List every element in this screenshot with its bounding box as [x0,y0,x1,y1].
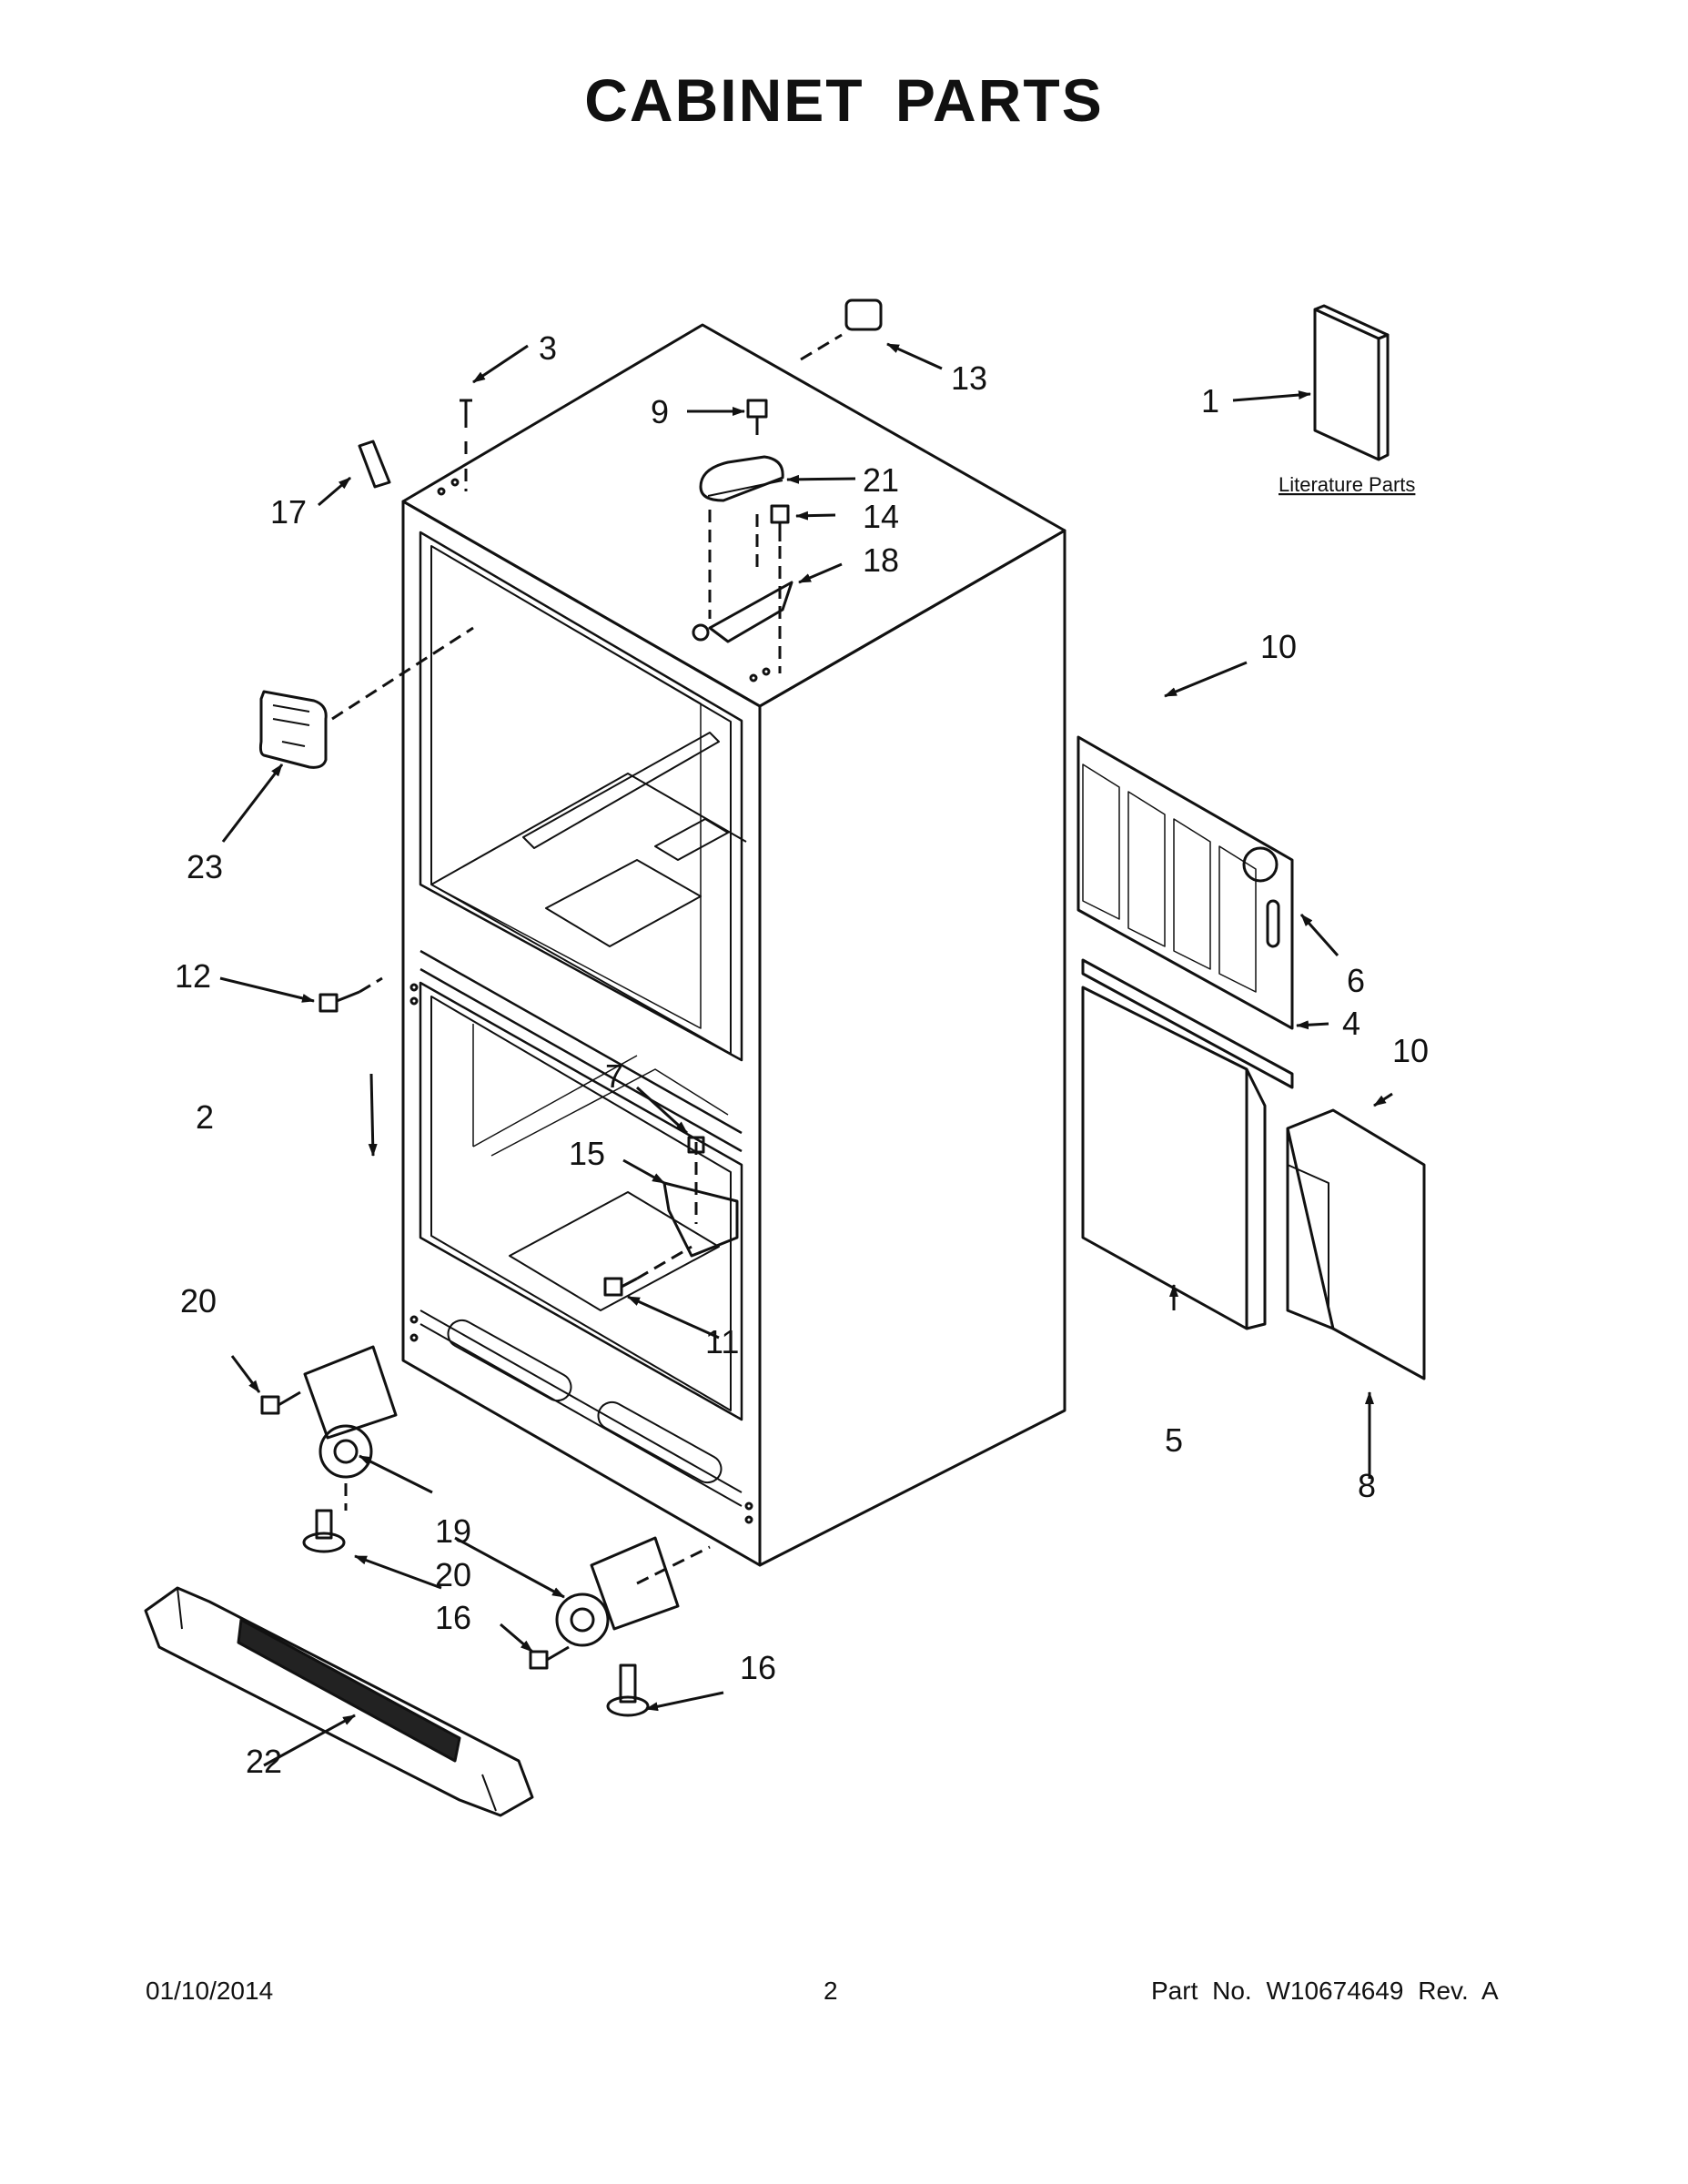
part-leveling-leg-left [302,1509,346,1553]
callout-16b: 16 [740,1649,776,1686]
part-panel-5 [1081,986,1267,1330]
callout-20a: 20 [180,1282,217,1320]
callout-12: 12 [175,957,211,995]
part-screw-12 [318,976,383,1013]
part-hinge-18 [692,581,793,643]
part-screw-20-left [260,1390,301,1415]
part-control-panel-23 [258,626,474,769]
callout-20b: 20 [435,1556,471,1593]
callout-4: 4 [1342,1005,1360,1042]
callout-8: 8 [1358,1467,1376,1504]
callout-9: 9 [651,393,669,430]
callout-14: 14 [863,498,899,535]
callout-19: 19 [435,1512,471,1550]
part-screw-top [460,399,472,491]
part-roller-right [555,1536,711,1647]
leader-arrows [219,342,1393,1767]
part-hinge-cover-21 [699,455,784,502]
callout-17: 17 [270,493,307,531]
callout-13: 13 [951,359,987,397]
part-strip-4 [1081,958,1294,1089]
page-title: CABINET PARTS [584,66,1104,134]
cabinet-shell [401,323,1066,1567]
callout-7: 7 [605,1057,623,1095]
callout-labels: 1 2 3 4 5 6 7 8 9 10 10 11 12 13 14 15 1… [175,329,1429,1780]
part-rear-access-cover-6 [1076,735,1294,1030]
callout-16a: 16 [435,1599,471,1636]
callout-2: 2 [196,1098,214,1136]
callout-22: 22 [246,1743,282,1780]
literature-parts-label: Literature Parts [1279,473,1415,496]
part-tape-17 [358,440,391,489]
callout-3: 3 [539,329,557,367]
callout-6: 6 [1347,962,1365,999]
callout-11: 11 [705,1323,739,1360]
footer-date: 01/10/2014 [146,1977,274,2005]
callout-21: 21 [863,461,899,499]
callout-18: 18 [863,541,899,579]
footer-part-number: Part No. W10674649 Rev. A [1151,1977,1499,2005]
part-bracket-15 [662,1136,739,1258]
footer-page-number: 2 [824,1977,838,2005]
part-leveling-leg-right [606,1663,650,1717]
part-roller-left [303,1345,398,1511]
part-screw-20-right [529,1645,570,1670]
callout-1: 1 [1201,382,1219,420]
part-literature-book [1313,304,1390,461]
part-bracket-8 [1286,1108,1426,1380]
callout-5: 5 [1165,1421,1183,1459]
callout-15: 15 [569,1135,605,1172]
callout-23: 23 [187,848,223,885]
callout-10a: 10 [1260,628,1297,665]
part-grille-22 [144,1586,534,1817]
part-screw-14 [770,504,790,541]
part-screw-9 [746,399,768,435]
part-label-13 [800,298,883,361]
part-screw-11 [603,1245,692,1297]
callout-10b: 10 [1392,1032,1429,1069]
